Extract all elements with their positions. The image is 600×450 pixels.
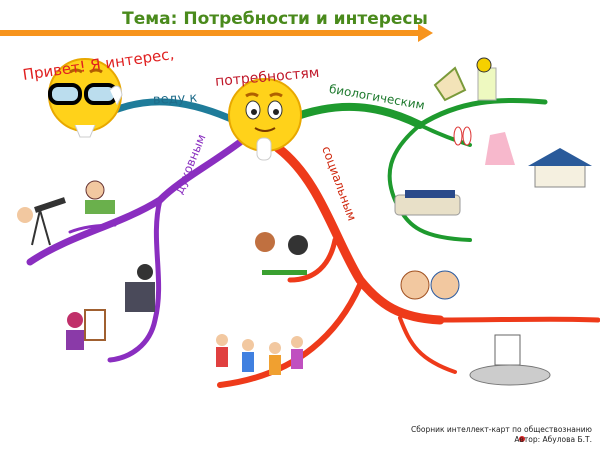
- branch-purple: [26, 136, 247, 363]
- branch-label-blue: веду к: [153, 91, 198, 108]
- boys-hugging-icon: [400, 270, 460, 300]
- branch-red: [217, 143, 600, 388]
- children-friends-icon: [255, 232, 308, 275]
- sandwich-icon: [433, 66, 467, 102]
- painter-icon: [66, 309, 106, 350]
- house-icon: [528, 148, 592, 188]
- clothes-icon: [485, 132, 515, 165]
- interest-smiley-icon: [48, 58, 123, 138]
- violinist-icon: [125, 264, 155, 312]
- footer-collection: Сборник интеллект-карт по обществознанию: [411, 425, 592, 434]
- lemonade-icon: [476, 57, 497, 101]
- group-of-children-icon: [216, 334, 303, 375]
- telescope-icon: [17, 197, 66, 246]
- team-meeting-icon: [469, 334, 551, 386]
- shoes-icon: [453, 126, 472, 146]
- reading-child-icon: [85, 180, 115, 214]
- need-smiley-icon: [228, 78, 302, 161]
- page-title: Тема: Потребности и интересы: [122, 9, 428, 29]
- footer-author: Автор: Абулова Б.Т.: [514, 435, 592, 444]
- branch-blue: [106, 98, 242, 126]
- sleeping-person-icon: [394, 190, 461, 216]
- title-arrow: [0, 24, 433, 42]
- copyright-icon: [519, 436, 525, 442]
